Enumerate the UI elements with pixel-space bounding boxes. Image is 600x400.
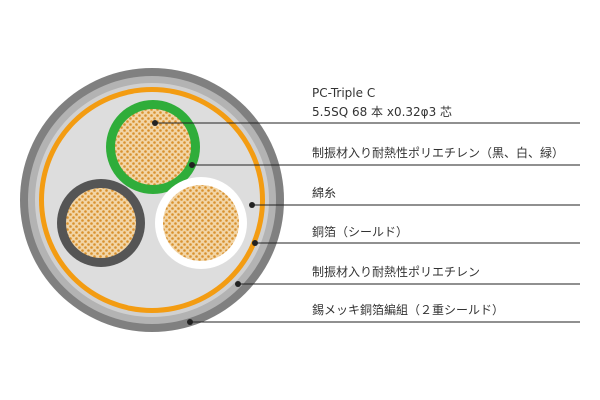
label-shield-foil: 銅箔（シールド）: [312, 225, 409, 239]
leader-dot-conductor: [152, 120, 158, 126]
label-braid-shield: 錫メッキ銅箔編組（２重シールド）: [312, 303, 505, 317]
leader-dot-braid-shield: [187, 319, 193, 325]
label-filler: 綿糸: [312, 186, 337, 200]
black-conductor: [66, 188, 136, 258]
leader-dot-filler: [249, 202, 255, 208]
leader-dot-insulation: [189, 162, 195, 168]
label-conductor-material: PC-Triple C: [312, 86, 376, 100]
label-conductor-spec: 5.5SQ 68 本 x0.32φ3 芯: [312, 105, 453, 119]
label-inner-jacket: 制振材入り耐熱性ポリエチレン: [312, 265, 481, 279]
green-conductor: [115, 109, 191, 185]
white-conductor: [163, 185, 239, 261]
leader-dot-shield-foil: [252, 240, 258, 246]
label-insulation: 制振材入り耐熱性ポリエチレン（黒、白、緑）: [312, 146, 565, 160]
leader-dot-inner-jacket: [235, 281, 241, 287]
